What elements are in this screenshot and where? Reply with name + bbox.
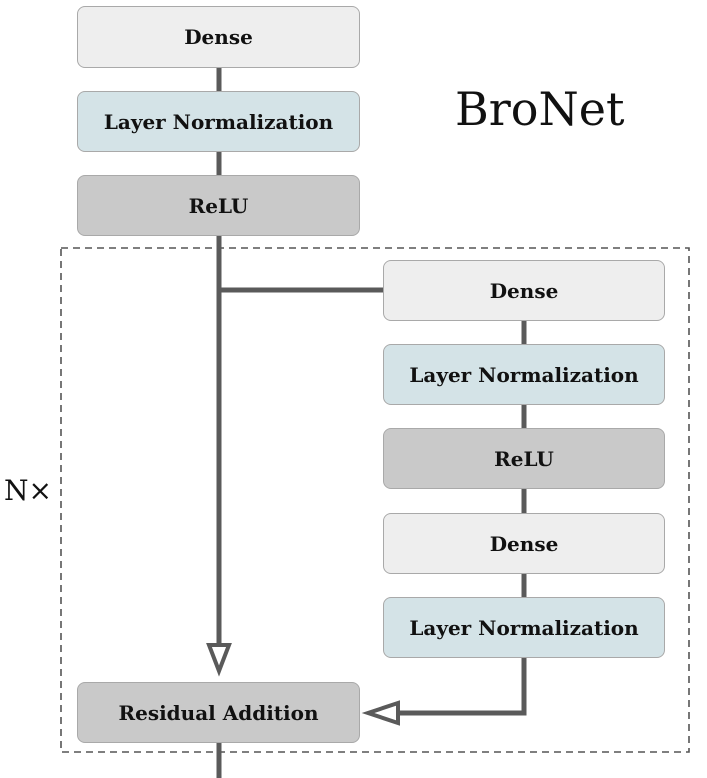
return-path-arrowhead — [361, 700, 400, 726]
stem-relu-node: ReLU — [77, 175, 360, 236]
stem-layer-norm-node: Layer Normalization — [77, 91, 360, 152]
stem-relu-label: ReLU — [188, 193, 249, 218]
block-dense-label-1: Dense — [489, 278, 559, 303]
return-path-line — [398, 658, 527, 716]
skip-connection-arrowhead — [206, 643, 232, 677]
residual-addition-label: Residual Addition — [118, 700, 319, 725]
block-dense-node-1: Dense — [383, 260, 665, 321]
block-dense-label-2: Dense — [489, 531, 559, 556]
stem-dense-label: Dense — [184, 25, 253, 49]
stem-layer-norm-label: Layer Normalization — [103, 109, 334, 134]
block-layer-norm-label-2: Layer Normalization — [409, 615, 639, 640]
block-layer-norm-node-1: Layer Normalization — [383, 344, 665, 405]
block-relu-node: ReLU — [383, 428, 665, 489]
block-layer-norm-label-1: Layer Normalization — [409, 362, 639, 387]
block-relu-label: ReLU — [494, 446, 554, 471]
residual-addition-node: Residual Addition — [77, 682, 360, 743]
stem-dense-node: Dense — [77, 6, 360, 68]
block-layer-norm-node-2: Layer Normalization — [383, 597, 665, 658]
repeat-count-label: N× — [4, 474, 52, 507]
repeat-block-border — [60, 247, 690, 753]
block-dense-node-2: Dense — [383, 513, 665, 574]
diagram-title: BroNet — [455, 82, 625, 136]
